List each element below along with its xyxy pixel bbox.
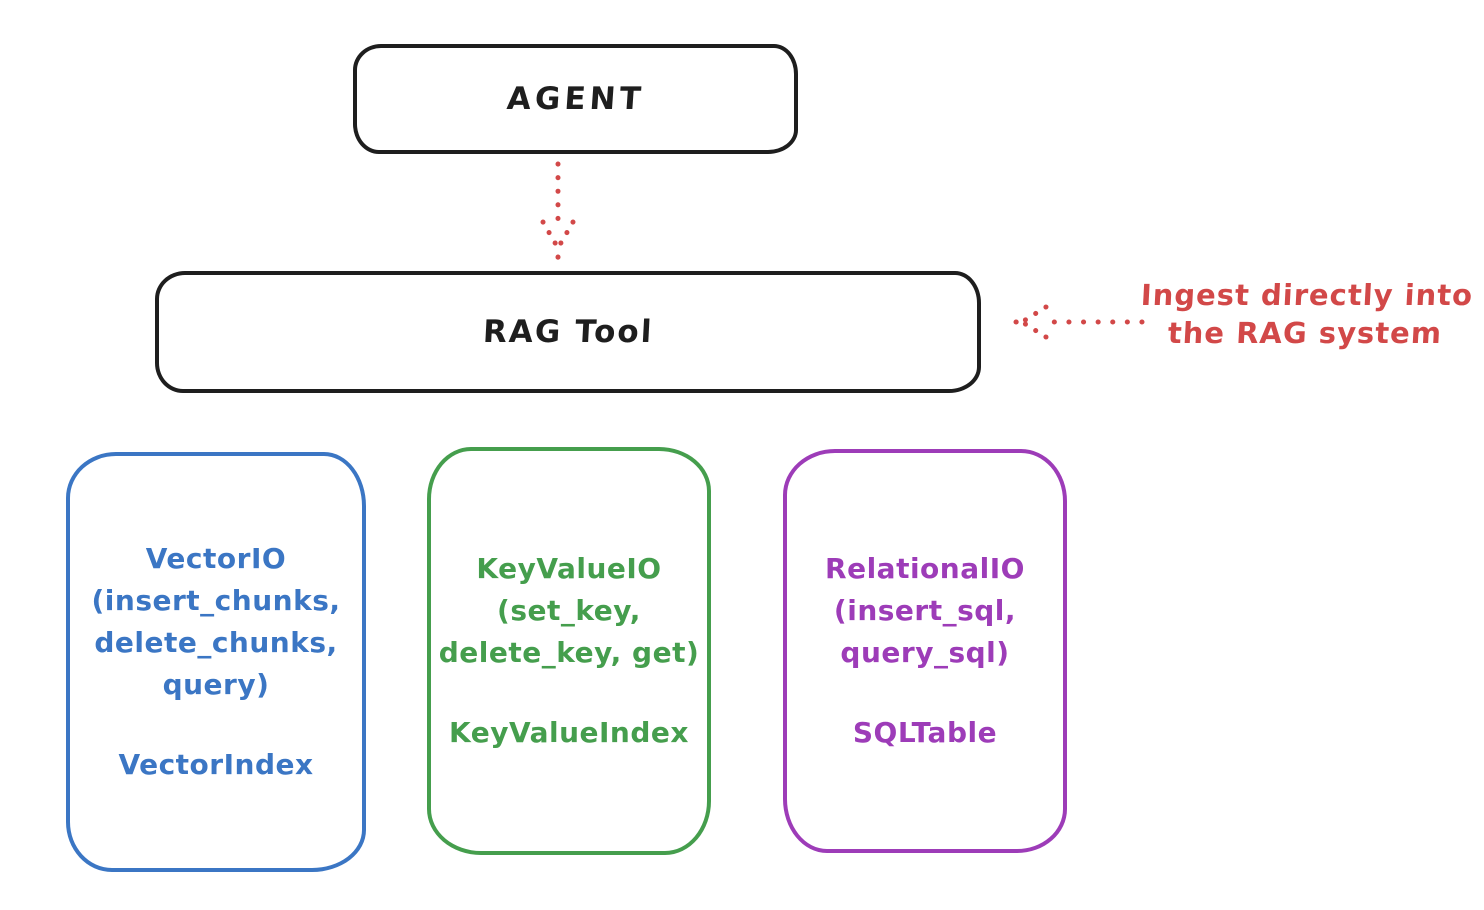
relational-io-signature: RelationalIO (insert_sql, query_sql): [825, 548, 1025, 674]
sql-table-label: SQLTable: [852, 716, 998, 749]
vector-io-signature: VectorIO (insert_chunks, delete_chunks, …: [92, 538, 341, 706]
agent-label: AGENT: [505, 81, 646, 117]
vector-io-line: query): [162, 668, 270, 701]
keyvalue-io-line: KeyValueIO: [476, 552, 662, 585]
relational-io-line: (insert_sql,: [833, 594, 1017, 627]
ingest-annotation-arrow-icon: [1010, 300, 1148, 344]
keyvalue-io-signature: KeyValueIO (set_key, delete_key, get): [439, 548, 700, 674]
agent-to-rag-arrow-icon: [536, 160, 580, 264]
vector-io-line: delete_chunks,: [94, 626, 338, 659]
ingest-annotation-line1: Ingest directly into: [1140, 278, 1474, 312]
relational-io-line: query_sql): [840, 636, 1010, 669]
vector-io-line: VectorIO: [145, 542, 287, 575]
agent-box: AGENT: [353, 44, 798, 154]
relational-io-box: RelationalIO (insert_sql, query_sql) SQL…: [783, 449, 1067, 853]
keyvalue-index-label: KeyValueIndex: [449, 716, 689, 749]
keyvalue-io-line: (set_key,: [497, 594, 641, 627]
keyvalue-io-line: delete_key, get): [438, 636, 700, 669]
rag-tool-box: RAG Tool: [155, 271, 981, 393]
vector-io-line: (insert_chunks,: [91, 584, 341, 617]
vector-index-label: VectorIndex: [118, 748, 314, 781]
vector-io-box: VectorIO (insert_chunks, delete_chunks, …: [66, 452, 366, 872]
ingest-annotation-line2: the RAG system: [1167, 316, 1443, 350]
rag-tool-label: RAG Tool: [481, 314, 655, 350]
relational-io-line: RelationalIO: [825, 552, 1025, 585]
keyvalue-io-box: KeyValueIO (set_key, delete_key, get) Ke…: [427, 447, 711, 855]
ingest-annotation: Ingest directly into the RAG system: [1126, 276, 1484, 352]
